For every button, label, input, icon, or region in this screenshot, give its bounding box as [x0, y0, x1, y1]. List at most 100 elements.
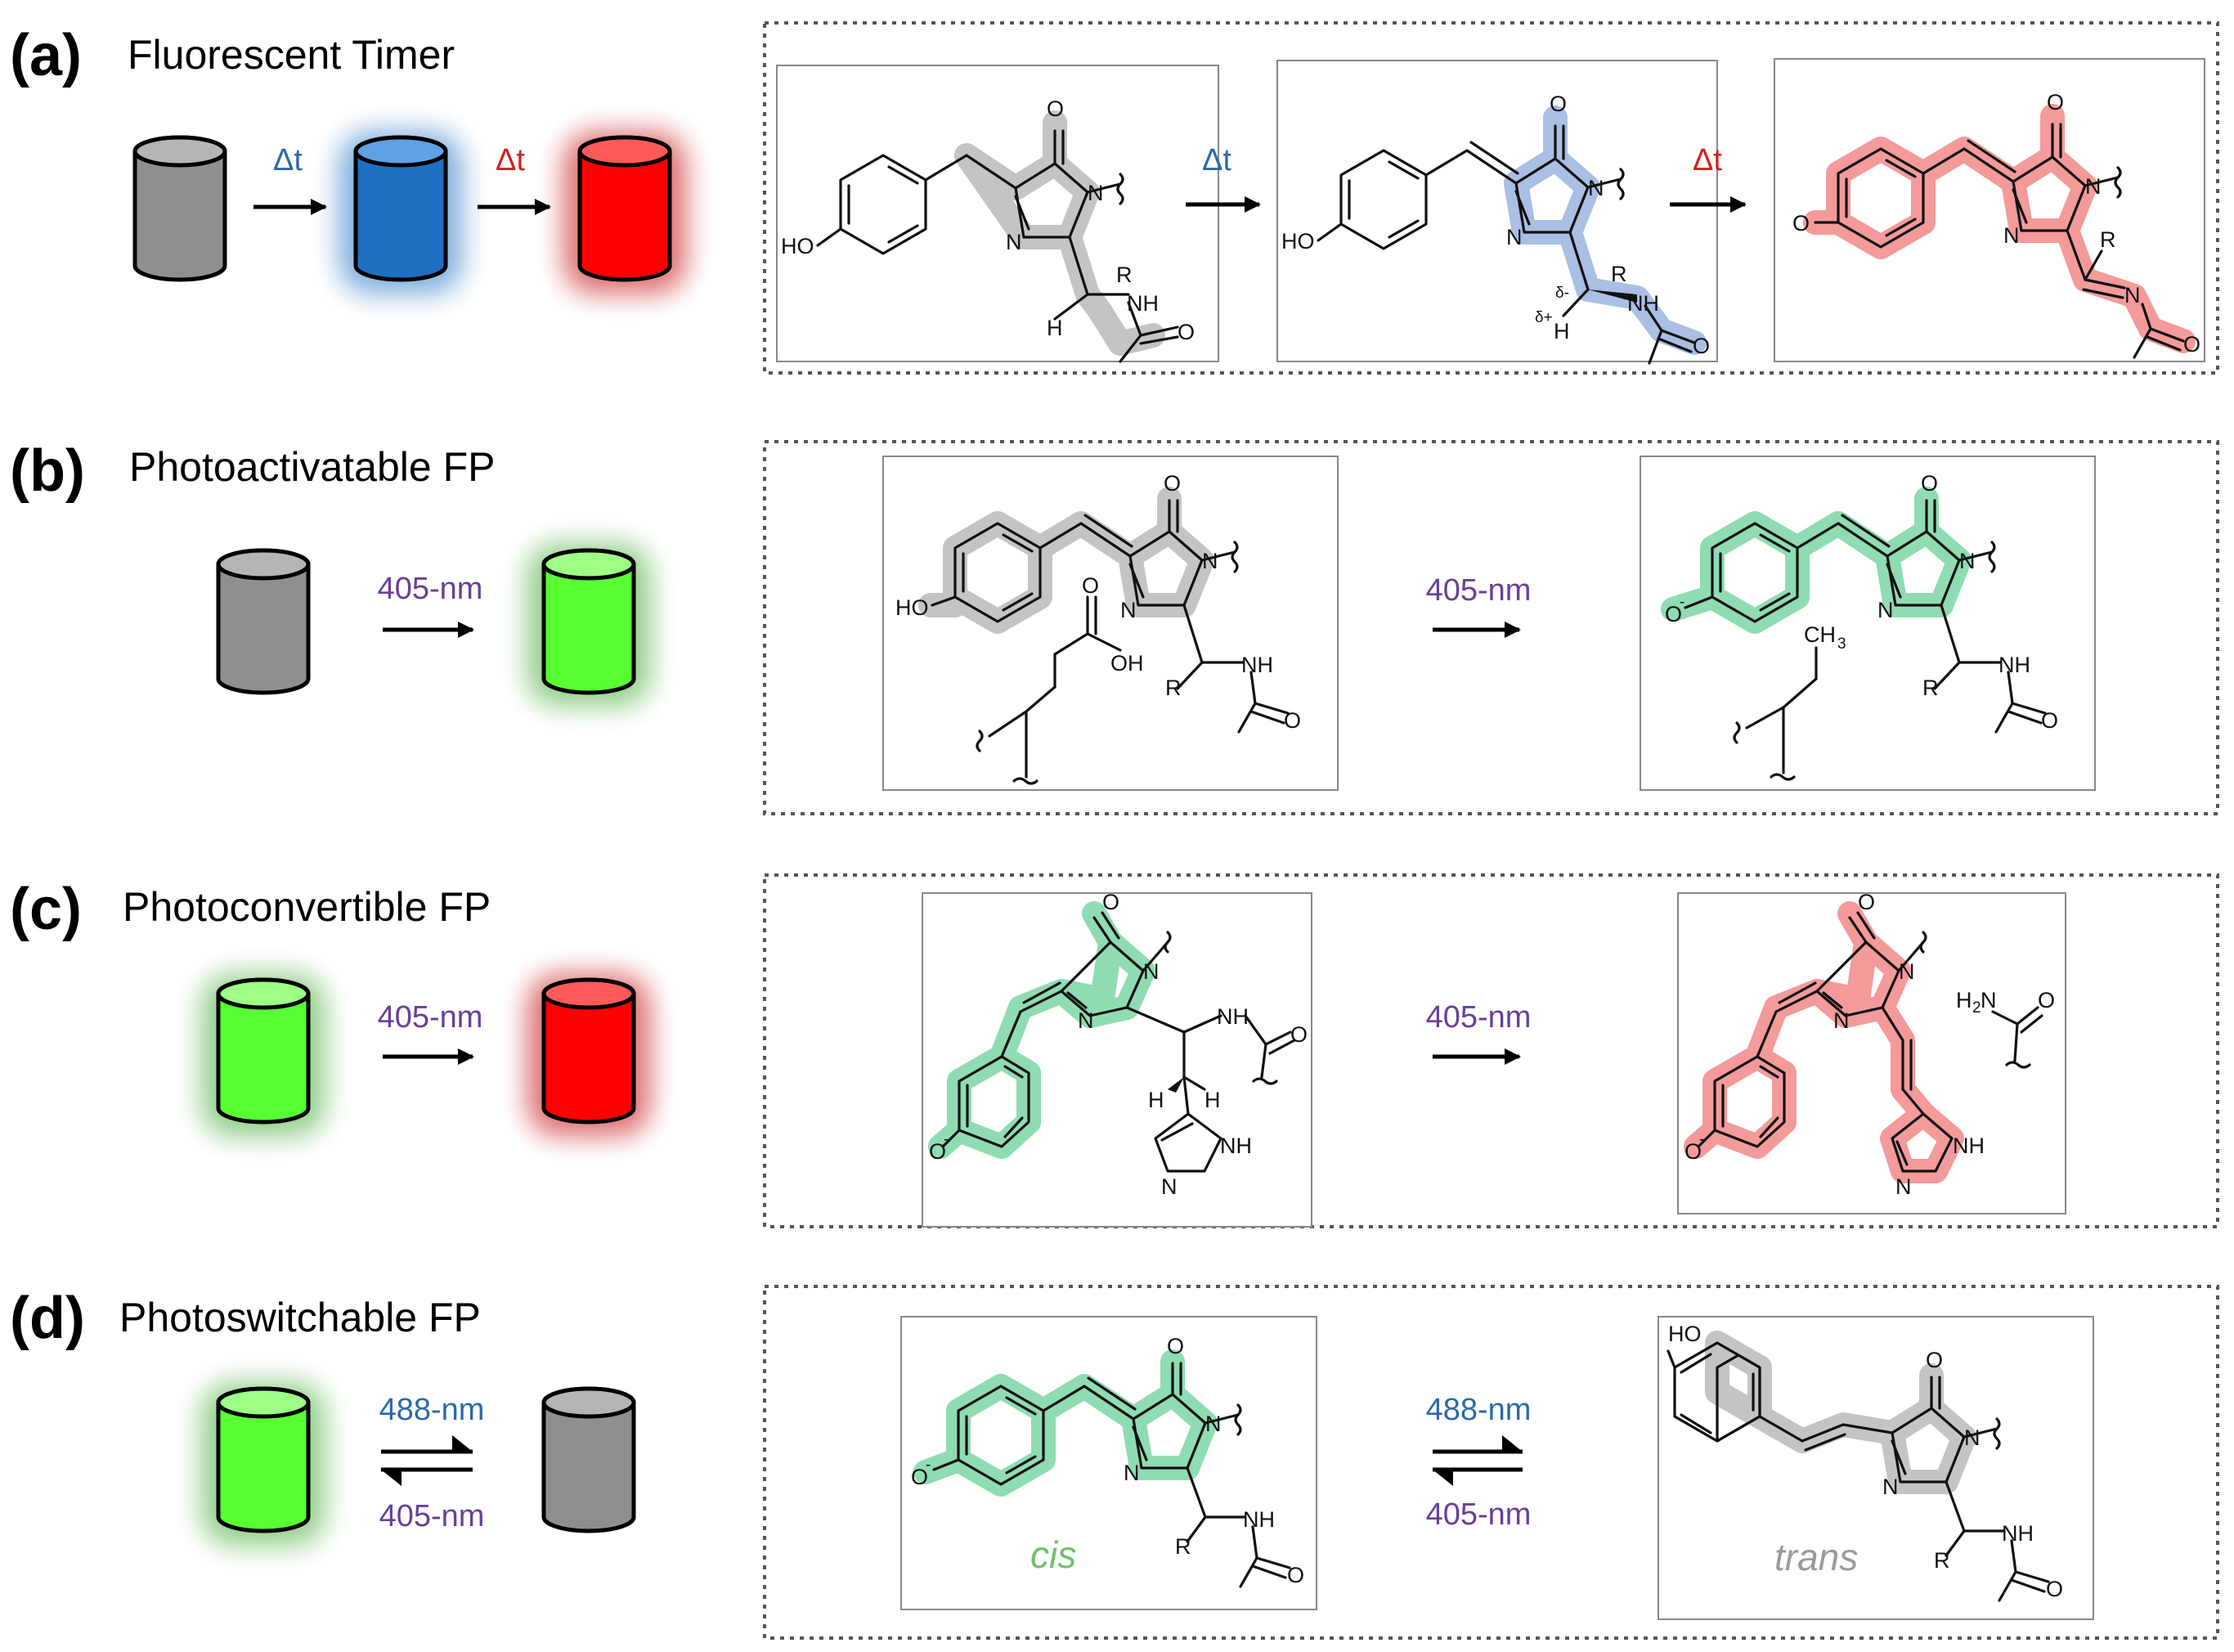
cylinder-blue	[356, 137, 446, 280]
atom-o: O	[2047, 90, 2064, 114]
atom-r: R	[1165, 676, 1182, 700]
atom-h2n-sub: 2	[1972, 999, 1981, 1017]
panel-d-frame	[763, 1285, 2219, 1640]
atom-nh: NH	[1241, 653, 1273, 677]
cylinder-green	[218, 980, 308, 1122]
atom-h: H	[1148, 1088, 1164, 1112]
atom-n: N	[1143, 959, 1160, 984]
panel-a-mol3: O O N N R N O	[1792, 90, 2200, 359]
charge-minus: -	[1699, 1131, 1704, 1148]
atom-ho: HO	[1668, 1322, 1702, 1346]
panel-c-cylinders: 405-nm	[201, 973, 651, 1137]
atom-ch3: CH	[1804, 622, 1836, 647]
atom-n3: N	[1895, 1174, 1912, 1199]
atom-o2: O	[2038, 988, 2055, 1012]
atom-r: R	[1934, 1548, 1950, 1573]
atom-o: O	[1550, 92, 1567, 116]
panel-d-mol2: HO O N N R NH O trans	[1667, 1322, 2063, 1602]
panel-c-mol2: O O - N N H 2 N O NH N	[1684, 890, 2055, 1199]
cylinder-gray	[218, 550, 308, 693]
atom-n: N	[1899, 959, 1915, 984]
panel-a-mol1: O HO N N R NH H O	[781, 97, 1195, 363]
atom-r: R	[1611, 262, 1627, 286]
cylinder-red	[544, 980, 634, 1122]
atom-o2: O	[1178, 320, 1195, 344]
atom-nh: NH	[1243, 1507, 1275, 1532]
trans-label: trans	[1774, 1536, 1858, 1578]
atom-o: O	[1926, 1348, 1943, 1372]
atom-oh: OH	[1110, 651, 1144, 676]
atom-h2n-h: H	[1956, 988, 1972, 1012]
atom-n: N	[1205, 1412, 1222, 1436]
atom-nh: NH	[1627, 291, 1659, 316]
atom-o2: O	[1287, 1563, 1304, 1587]
atom-n2: N	[1120, 598, 1137, 622]
cylinder-gray	[544, 1389, 634, 1531]
panel-b-mol2-box	[1640, 456, 2096, 791]
atom-o-minus: O	[1665, 602, 1682, 626]
atom-o2: O	[2183, 332, 2200, 357]
panel-b-frame	[763, 440, 2219, 815]
atom-n2: N	[1833, 1008, 1850, 1033]
panel-d-arrow-top-label: 488-nm	[379, 1393, 485, 1427]
panel-b-title: Photoactivatable FP	[129, 444, 496, 490]
atom-n: N	[1202, 549, 1218, 573]
atom-r: R	[1116, 263, 1133, 287]
atom-nh: NH	[2002, 1521, 2034, 1546]
panel-b-mol1: O HO N N O OH R NH O	[895, 471, 1301, 785]
panel-a-arrow2-label: Δt	[496, 143, 525, 177]
atom-h: H	[1554, 319, 1570, 343]
panel-a-mol-arrow1-label: Δt	[1202, 143, 1231, 177]
panel-d-title: Photoswitchable FP	[119, 1295, 481, 1340]
atom-ch3-sub: 3	[1837, 635, 1846, 653]
atom-n2: N	[1877, 598, 1894, 622]
atom-o: O	[1858, 890, 1875, 914]
panel-c-title: Photoconvertible FP	[123, 884, 491, 930]
panel-d-arrow-bottom-label: 405-nm	[379, 1499, 485, 1533]
atom-o2: O	[1284, 708, 1301, 733]
panel-c-mol-arrow-label: 405-nm	[1426, 1000, 1532, 1035]
atom-delta-plus: δ+	[1535, 309, 1553, 326]
atom-ho: HO	[895, 595, 929, 620]
atom-n: N	[2085, 174, 2102, 199]
cylinder-green	[544, 550, 634, 693]
atom-o2: O	[2046, 1577, 2063, 1601]
panel-c-letter: (c)	[10, 877, 82, 942]
atom-o: O	[1047, 97, 1064, 121]
atom-delta-minus: δ-	[1555, 285, 1569, 302]
panel-a-mol2: O HO N N R NH δ- δ+ H O	[1281, 92, 1710, 365]
atom-nh2: NH	[1220, 1134, 1252, 1158]
panel-a-frame	[763, 21, 2219, 375]
atom-o: O	[1164, 471, 1181, 496]
atom-o2: O	[1693, 334, 1710, 358]
atom-nh: NH	[1217, 1004, 1249, 1029]
atom-o: O	[1921, 471, 1938, 496]
atom-n2: N	[1078, 1008, 1094, 1033]
panel-d-mol-arrow-bottom-label: 405-nm	[1426, 1497, 1532, 1532]
panel-b-cylinders: 405-nm	[218, 543, 651, 707]
atom-o-minus: O	[911, 1465, 928, 1489]
panel-b-arrow-label: 405-nm	[378, 572, 483, 606]
panel-d-letter: (d)	[10, 1286, 85, 1351]
panel-b-letter: (b)	[10, 438, 85, 504]
atom-r: R	[1922, 676, 1939, 700]
atom-n2: N	[1882, 1475, 1899, 1499]
atom-h2n-n: N	[1981, 988, 1997, 1012]
panel-c-mol1: O O - N N NH O H H NH N	[928, 890, 1308, 1199]
panel-d-cylinders: 488-nm 405-nm	[201, 1382, 634, 1546]
panel-b-mol1-box	[882, 456, 1339, 791]
atom-o-acid: O	[1082, 573, 1099, 598]
atom-o: O	[1102, 890, 1119, 914]
atom-h: H	[1047, 316, 1063, 340]
atom-o2: O	[1290, 1022, 1308, 1047]
panel-b-mol-arrow-label: 405-nm	[1426, 573, 1532, 608]
atom-nh: NH	[1953, 1134, 1985, 1158]
atom-n2: N	[1124, 1461, 1140, 1485]
panel-a-mol-arrow2-label: Δt	[1693, 143, 1722, 177]
atom-n: N	[1959, 549, 1976, 573]
atom-n3: N	[2124, 283, 2141, 308]
atom-n: N	[1088, 181, 1104, 205]
atom-o: O	[1167, 1334, 1184, 1358]
atom-n3: N	[1161, 1174, 1178, 1199]
